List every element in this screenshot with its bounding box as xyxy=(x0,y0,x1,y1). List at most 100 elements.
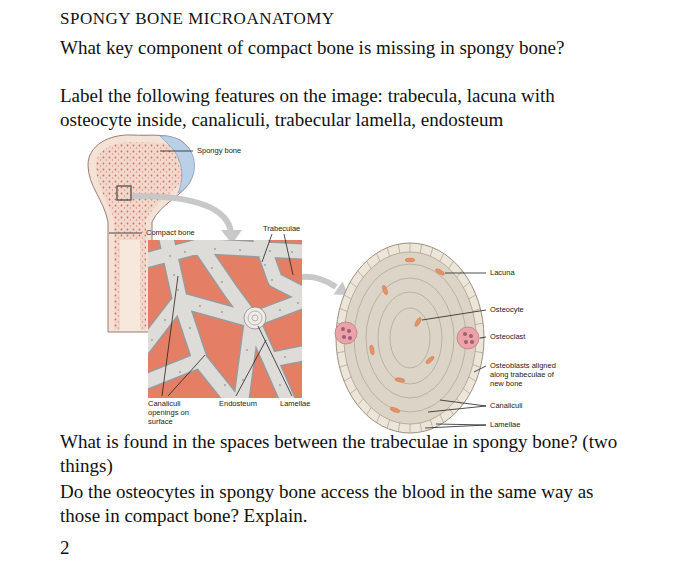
trabecula-cross-section xyxy=(470,340,474,344)
osteoblast-cell-border xyxy=(344,377,351,381)
trabeculae-view xyxy=(248,311,262,325)
trabecula-cross-section xyxy=(457,327,479,349)
trabeculae-view xyxy=(173,274,175,276)
trabeculae-view xyxy=(179,371,181,373)
trabeculae-view xyxy=(221,281,223,283)
label-slot: Spongy bone xyxy=(197,146,241,155)
label-slot: Trabeculae xyxy=(263,224,300,233)
trabeculae-view xyxy=(151,339,153,341)
label-slot: Lamellae xyxy=(490,420,520,429)
osteoblast-cell-border xyxy=(463,389,469,394)
osteoblast-cell-border xyxy=(350,282,356,287)
trabeculae-view xyxy=(199,305,201,307)
trabecula-cross-section xyxy=(341,327,345,331)
trabeculae-view xyxy=(246,349,248,351)
zoom-arrow xyxy=(132,196,231,232)
osteoblast-cell-border xyxy=(387,420,389,429)
callout-label: Osteoclast xyxy=(490,332,525,341)
trabecula-cross-section xyxy=(469,334,473,338)
callout-label: Lamellae xyxy=(280,399,310,408)
osteoblast-cell-border xyxy=(358,399,364,405)
osteoblast-cell-border xyxy=(367,261,372,268)
osteoblast-cell-border xyxy=(473,365,481,368)
osteoblast-cell-border xyxy=(376,253,380,261)
label-slot: Lamellae xyxy=(280,399,310,408)
label-slot: Osteocyte xyxy=(490,305,524,314)
osteoblast-cell-border xyxy=(340,365,348,368)
osteoblast-cell-border xyxy=(358,271,364,277)
trabecula-cross-section xyxy=(405,258,415,262)
trabecula-cross-section xyxy=(366,278,454,398)
osteoblast-cell-border xyxy=(350,389,356,394)
trabeculae-view xyxy=(169,255,171,257)
osteoblast-cell-border xyxy=(410,243,411,252)
trabecula-cross-section xyxy=(344,252,476,424)
label-slot: Compact bone xyxy=(146,228,195,237)
callout-label: Lacuna xyxy=(490,268,515,277)
femur-drawing xyxy=(160,136,195,193)
trabeculae-view xyxy=(269,250,271,252)
leader-line xyxy=(258,326,292,396)
question-number: 2 xyxy=(60,536,70,560)
trabeculae-view xyxy=(148,240,302,398)
leader-line xyxy=(428,406,486,412)
trabeculae-view xyxy=(291,251,293,253)
label-slot: Do the osteocytes in spongy bone access … xyxy=(60,480,630,528)
label-slot: Label the following features on the imag… xyxy=(60,84,620,132)
label-slot: Canaliculi openings on surface xyxy=(148,399,192,426)
leader-line xyxy=(474,366,486,372)
callout-label: Canaliculi xyxy=(490,401,523,410)
leader-line xyxy=(422,310,486,320)
trabecula-cross-section xyxy=(369,258,445,414)
label-slot: What key component of compact bone is mi… xyxy=(60,36,620,60)
trabeculae-view xyxy=(177,289,179,291)
callout-label: Trabeculae xyxy=(263,224,300,233)
femur-drawing xyxy=(117,186,131,200)
trabeculae-view xyxy=(279,384,281,386)
osteoblast-cell-border xyxy=(475,323,483,324)
callout-label: Lamellae xyxy=(490,420,520,429)
question-text: Label the following features on the imag… xyxy=(60,84,620,132)
leader-line xyxy=(162,276,178,396)
trabeculae-view xyxy=(242,379,244,381)
page-title: SPONGY BONE MICROANATOMY xyxy=(60,8,335,30)
osteoblast-cell-border xyxy=(367,408,372,415)
osteoblast-cell-border xyxy=(337,351,345,352)
trabeculae-view xyxy=(264,264,266,266)
trabeculae-view xyxy=(271,279,273,281)
leader-line xyxy=(480,337,486,338)
trabecula-cross-section xyxy=(414,317,422,328)
osteoblast-cell-border xyxy=(475,351,483,352)
osteoblast-cell-border xyxy=(463,282,469,287)
leader-line xyxy=(236,340,266,396)
leader-line xyxy=(168,355,205,396)
trabecula-cross-section xyxy=(463,332,467,336)
trabecula-cross-section xyxy=(435,268,446,276)
question-text: Do the osteocytes in spongy bone access … xyxy=(60,480,630,528)
trabeculae-view xyxy=(189,327,191,329)
osteoblast-cell-border xyxy=(430,420,432,429)
leader-line xyxy=(436,424,486,425)
osteoblast-cell-border xyxy=(398,244,399,253)
trabecula-cross-section xyxy=(390,406,401,413)
osteoblast-cell-border xyxy=(340,309,348,312)
osteoblast-cell-border xyxy=(398,423,399,432)
callout-label: Canaliculi openings on surface xyxy=(148,399,192,426)
trabeculae-view xyxy=(221,311,223,313)
trabeculae-view xyxy=(214,248,216,250)
leader-line xyxy=(440,400,486,406)
trabecula-cross-section xyxy=(348,336,352,340)
osteoblast-cell-border xyxy=(376,415,380,423)
trabecula-cross-section xyxy=(336,243,484,433)
label-slot: 2 xyxy=(60,536,70,560)
label-slot: What is found in the spaces between the … xyxy=(60,430,630,478)
osteoblast-cell-border xyxy=(344,295,351,299)
trabecula-cross-section xyxy=(369,345,375,356)
leader-line xyxy=(109,151,486,428)
osteoblast-cell-border xyxy=(457,271,463,277)
trabecula-cross-section xyxy=(425,355,435,364)
trabecula-cross-section xyxy=(378,292,442,384)
trabeculae-view xyxy=(297,302,299,304)
label-slot: Osteoblasts aligned along trabeculae of … xyxy=(490,361,562,388)
callout-label: Spongy bone xyxy=(197,146,241,155)
